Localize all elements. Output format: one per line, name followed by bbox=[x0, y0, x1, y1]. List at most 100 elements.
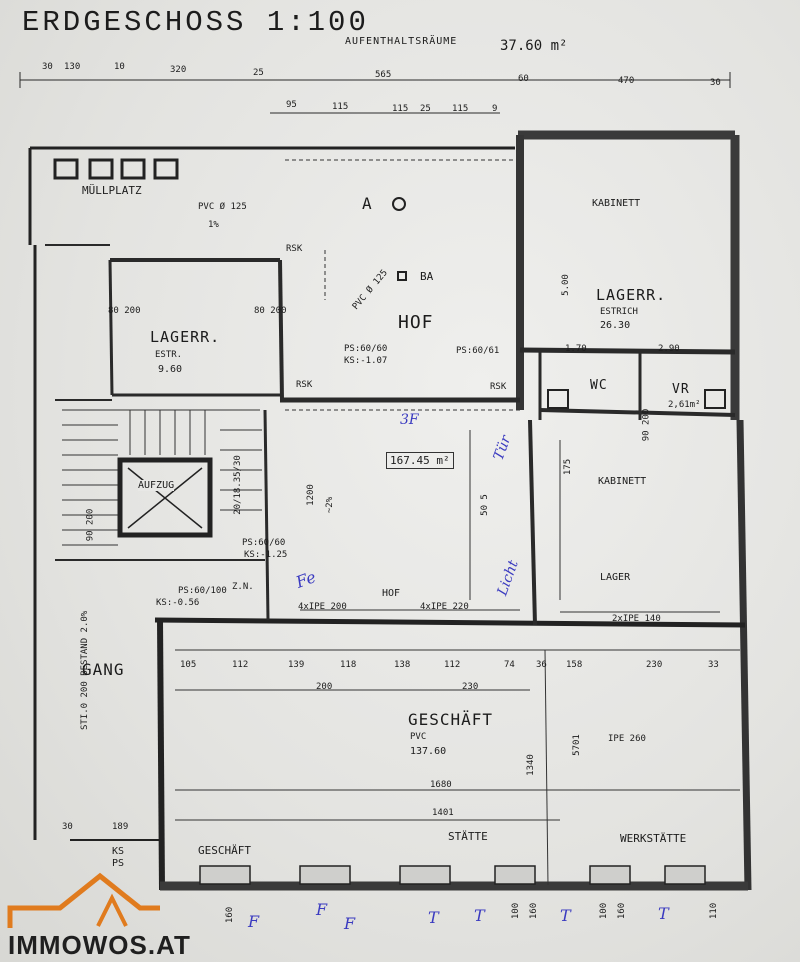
room-vr: VR bbox=[672, 382, 690, 397]
shop-dim: 33 bbox=[708, 660, 719, 670]
label-ks1: KS:-1.07 bbox=[344, 356, 388, 366]
label-ipe2: 4xIPE 220 bbox=[420, 602, 469, 612]
top-dim-2: 115 bbox=[392, 104, 409, 114]
room-lager-left-area: 9.60 bbox=[158, 364, 183, 375]
top-dim: 60 bbox=[518, 74, 529, 84]
room-kabinett-mid: KABINETT bbox=[598, 476, 647, 487]
bottom-dim: 100 bbox=[511, 902, 522, 920]
facade-openings bbox=[199, 865, 706, 885]
dim-label: 50 5 bbox=[479, 494, 490, 516]
room-aufzug: AUFZUG bbox=[138, 480, 175, 491]
top-dim: 565 bbox=[375, 70, 392, 80]
label-rsk1: RSK bbox=[286, 244, 303, 254]
top-dim-2: 25 bbox=[420, 104, 431, 114]
label-pvc1: PVC Ø 125 bbox=[198, 202, 247, 212]
room-kabinett-top: KABINETT bbox=[592, 198, 641, 209]
shop-dim: 74 bbox=[504, 660, 515, 670]
plan-subtitle-area: 37.60 m² bbox=[500, 38, 568, 54]
room-geschaeft-small: GESCHÄFT bbox=[198, 844, 251, 857]
dim-label: 1.70 bbox=[565, 344, 587, 354]
label-a: A bbox=[362, 194, 373, 213]
dim-label: 80 200 bbox=[254, 306, 287, 316]
room-staette: STÄTTE bbox=[448, 830, 488, 843]
staircase bbox=[62, 409, 262, 546]
room-lager-left-floor: ESTR. bbox=[155, 350, 183, 360]
dim-label: 1680 bbox=[430, 780, 452, 790]
label-ipe1: 4xIPE 200 bbox=[298, 602, 347, 612]
dim-label: 175 bbox=[563, 458, 574, 476]
top-dim: 30 bbox=[42, 62, 53, 72]
room-lager-mid: LAGER bbox=[600, 572, 631, 583]
room-muellplatz: MÜLLPLATZ bbox=[82, 184, 142, 197]
top-dim-2: 9 bbox=[492, 104, 498, 114]
label-ps1: PS:60/60 bbox=[344, 344, 388, 354]
outer-walls bbox=[28, 130, 752, 891]
label-ipe4: IPE 260 bbox=[608, 734, 646, 744]
top-dim-2: 115 bbox=[332, 102, 349, 112]
label-slope-pct: ~2% bbox=[325, 496, 336, 514]
elevator-shaft bbox=[117, 457, 213, 538]
bottom-dim: 160 bbox=[617, 902, 628, 920]
hof-area: 167.45 m² bbox=[386, 452, 454, 469]
label-ps3: PS:60/60 bbox=[242, 538, 286, 548]
dim-label: 90 200 bbox=[85, 508, 96, 542]
handwriting-mark: T bbox=[428, 908, 439, 927]
bottom-dim: 160 bbox=[529, 902, 540, 920]
label-ks3: KS:-1.25 bbox=[244, 550, 288, 560]
room-vr-area: 2,61m² bbox=[668, 400, 701, 410]
handwriting-mark: T bbox=[474, 906, 485, 925]
handwriting-mark: F bbox=[248, 912, 260, 931]
label-slope: 1200 bbox=[305, 484, 316, 506]
label-rsk2: RSK bbox=[296, 380, 313, 390]
room-lager-left: LAGERR. bbox=[150, 328, 221, 346]
label-ps2: PS:60/61 bbox=[456, 346, 500, 356]
top-dim: 130 bbox=[64, 62, 81, 72]
label-ba: BA bbox=[420, 270, 434, 283]
label-pvc1-slope: 1% bbox=[208, 220, 219, 230]
room-lager-right-area: 26.30 bbox=[600, 320, 631, 331]
dim-label: 30 bbox=[62, 822, 73, 832]
label-ks4: KS:-0.56 bbox=[156, 598, 200, 608]
dim-label: 5701 bbox=[571, 734, 582, 756]
room-gang: GANG bbox=[82, 660, 125, 679]
beam-lines bbox=[175, 430, 740, 886]
label-ps-bottom: PS bbox=[112, 858, 125, 869]
shop-dim: 112 bbox=[444, 660, 461, 670]
label-rsk3: RSK bbox=[490, 382, 507, 392]
top-dim: 10 bbox=[114, 62, 125, 72]
handwriting-mark: F bbox=[316, 900, 328, 919]
shop-dim: 105 bbox=[180, 660, 197, 670]
bottom-dim: 100 bbox=[599, 902, 610, 920]
label-ps4: PS:60/100 bbox=[178, 586, 227, 596]
top-dim: 30 bbox=[710, 78, 721, 88]
label-bestand: STI.0 200 BESTAND 2.0% bbox=[80, 610, 90, 730]
top-dim-2: 115 bbox=[452, 104, 469, 114]
shop-dim: 158 bbox=[566, 660, 583, 670]
bottom-dim: 110 bbox=[709, 902, 720, 920]
dim-label: 80 200 bbox=[108, 306, 141, 316]
top-dim: 320 bbox=[170, 65, 187, 75]
shop-dim: 230 bbox=[646, 660, 663, 670]
room-werkstaette: WERKSTÄTTE bbox=[620, 832, 687, 845]
plan-subtitle: AUFENTHALTSRÄUME bbox=[345, 36, 458, 47]
handwriting-mark: T bbox=[658, 904, 669, 923]
room-geschaeft: GESCHÄFT bbox=[408, 710, 494, 729]
handwriting-mark: T bbox=[560, 906, 571, 925]
label-zn: Z.N. bbox=[232, 582, 254, 592]
dim-label: 90 200 bbox=[641, 408, 652, 442]
room-hof-top: HOF bbox=[398, 312, 434, 333]
shop-dim: 36 bbox=[536, 660, 547, 670]
dim-label: 1340 bbox=[525, 754, 536, 776]
top-dim: 470 bbox=[618, 76, 635, 86]
plan-title: ERDGESCHOSS 1:100 bbox=[22, 6, 369, 39]
courtyard-outline bbox=[285, 159, 520, 411]
room-lager-right-floor: ESTRICH bbox=[600, 307, 638, 317]
immowos-logo-icon bbox=[7, 872, 160, 928]
room-geschaeft-floor: PVC bbox=[410, 732, 427, 742]
handwriting-3f: 3F bbox=[400, 412, 419, 428]
dim-label: 1401 bbox=[432, 808, 454, 818]
dim-label: 189 bbox=[112, 822, 129, 832]
logo-text: IMMOWOS.AT bbox=[8, 930, 191, 960]
waste-bins bbox=[53, 158, 179, 180]
